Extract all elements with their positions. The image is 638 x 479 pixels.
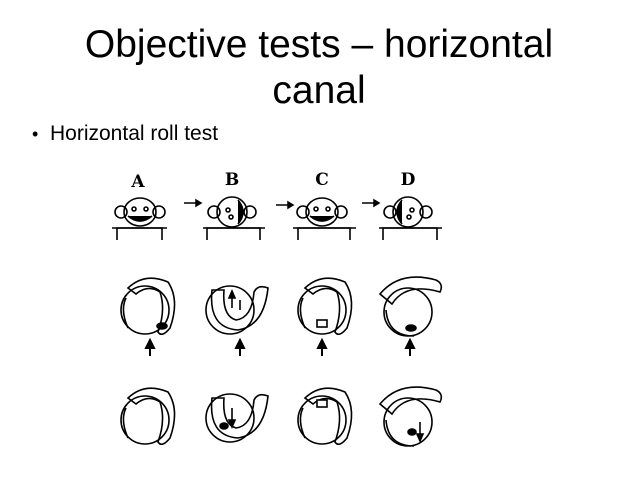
canal-diagram-c2 [298, 388, 352, 444]
canal-diagram-a1 [121, 278, 175, 334]
title-line-2: canal [0, 68, 638, 114]
head-position-d [379, 197, 442, 240]
bullet-item: •Horizontal roll test [32, 121, 218, 147]
up-arrows [146, 340, 414, 356]
head-position-a [112, 198, 167, 240]
figure-label-d: D [401, 170, 416, 190]
figure-label-a: A [130, 172, 145, 192]
canal-diagram-d1 [380, 277, 441, 336]
figure-label-b: B [225, 170, 239, 190]
canal-diagram-b2 [206, 394, 268, 442]
canal-diagram-a2 [121, 388, 175, 444]
head-position-c [293, 198, 356, 240]
bullet-text: Horizontal roll test [50, 122, 218, 145]
slide-title: Objective tests – horizontal canal [0, 22, 638, 114]
figure-label-c: C [315, 170, 329, 190]
canal-diagram-d2 [380, 387, 441, 446]
title-line-1: Objective tests – horizontal [0, 22, 638, 68]
roll-test-figure: A B C D [100, 160, 460, 470]
canal-diagram-b1 [206, 286, 268, 334]
bullet-marker: • [32, 121, 50, 147]
canal-diagram-c1 [298, 278, 352, 334]
head-position-b [203, 197, 265, 240]
